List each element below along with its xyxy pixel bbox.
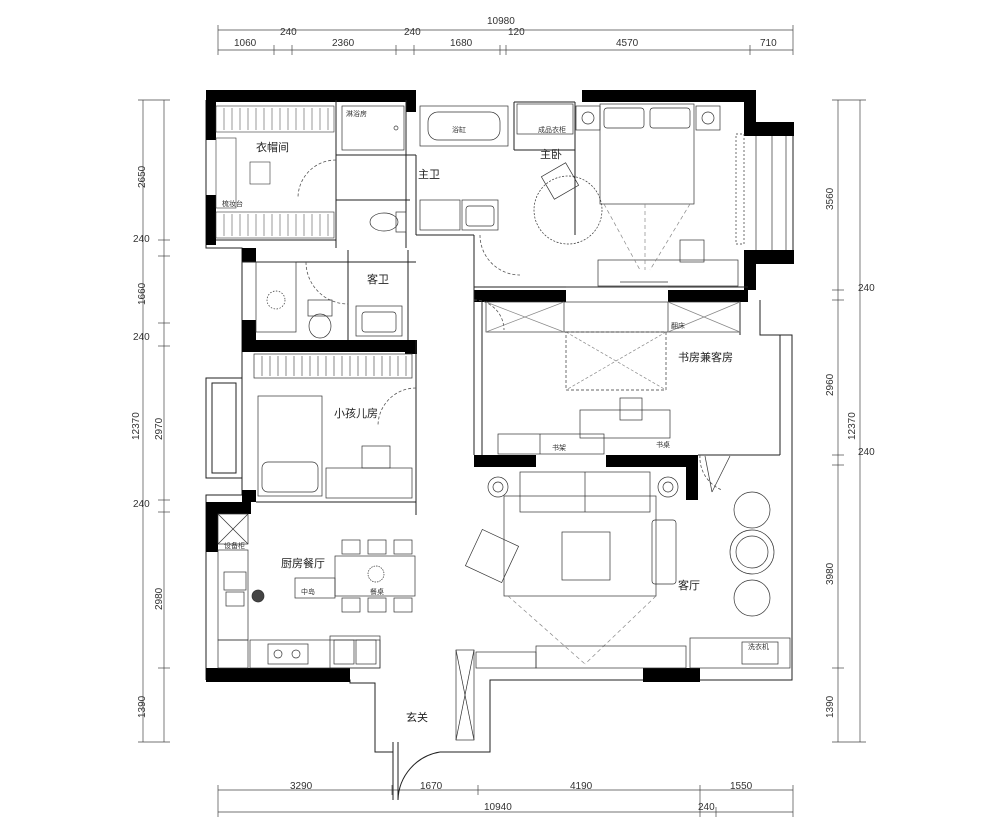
room-label-master-bedroom: 主卧 <box>540 148 562 161</box>
thin-walls <box>205 100 794 801</box>
bottom-dim-4: 1550 <box>730 781 753 792</box>
left-dim-1: 2650 <box>137 165 148 188</box>
fixture-label-bookshelf: 书架 <box>552 444 566 452</box>
master-bath-fixtures <box>341 105 509 233</box>
top-dim-7: 4570 <box>616 38 639 49</box>
load-bearing-walls <box>206 90 794 682</box>
top-dim-6: 120 <box>508 27 525 38</box>
right-dim-1: 3560 <box>825 187 836 210</box>
left-dim-6: 240 <box>133 499 150 510</box>
bottom-total-dim: 10940 <box>484 802 512 813</box>
left-dim-8: 1390 <box>137 695 148 718</box>
left-dim-7: 2980 <box>154 587 165 610</box>
door-swings <box>297 159 723 491</box>
fixture-label-island: 中岛 <box>301 588 315 596</box>
room-label-guest-bath: 客卫 <box>367 273 389 286</box>
left-dim-3: 1660 <box>137 282 148 305</box>
fixture-label-dining-table: 餐桌 <box>370 588 384 596</box>
fixture-label-desk: 书桌 <box>656 441 670 449</box>
room-label-living-room: 客厅 <box>678 579 700 592</box>
top-dim-5: 1680 <box>450 38 473 49</box>
room-label-study-guest: 书房兼客房 <box>678 351 733 364</box>
room-label-foyer: 玄关 <box>406 711 428 724</box>
left-total-dim: 12370 <box>131 412 142 440</box>
right-dim-3: 3980 <box>825 562 836 585</box>
left-dim-2: 240 <box>133 234 150 245</box>
top-dim-2: 240 <box>280 27 297 38</box>
right-small-2: 240 <box>858 447 875 458</box>
room-label-cloakroom: 衣帽间 <box>256 141 289 154</box>
top-dim-3: 2360 <box>332 38 355 49</box>
right-dim-2: 2960 <box>825 373 836 396</box>
bottom-dim-2: 1670 <box>420 781 443 792</box>
top-total-dim: 10980 <box>487 16 515 27</box>
right-dim-4: 1390 <box>825 695 836 718</box>
living-room-furniture <box>455 455 791 741</box>
top-dim-8: 710 <box>760 38 777 49</box>
right-total-dim: 12370 <box>847 412 858 440</box>
top-dim-1: 1060 <box>234 38 257 49</box>
fixture-label-wardrobe: 成品衣柜 <box>538 126 566 134</box>
fixture-label-washer: 洗衣机 <box>748 643 769 651</box>
room-label-kitchen-dining: 厨房餐厅 <box>281 557 325 570</box>
fixture-label-bathtub: 浴缸 <box>452 126 466 134</box>
dimension-lines <box>138 25 866 817</box>
master-bedroom-furniture <box>516 103 787 288</box>
left-dim-5: 2970 <box>154 417 165 440</box>
top-dim-4: 240 <box>404 27 421 38</box>
fixture-label-shower: 淋浴房 <box>346 110 367 118</box>
study-furniture <box>485 301 741 455</box>
guest-bath-fixtures <box>255 261 403 339</box>
room-label-kids-room: 小孩儿房 <box>334 407 378 420</box>
fixture-label-dresser: 梳妆台 <box>222 200 243 208</box>
kids-room-furniture <box>253 353 413 499</box>
room-label-master-bath: 主卫 <box>418 168 440 181</box>
bottom-dim-1: 3290 <box>290 781 313 792</box>
left-dim-4: 240 <box>133 332 150 343</box>
bottom-extra-dim: 240 <box>698 802 715 813</box>
right-small-1: 240 <box>858 283 875 294</box>
fixture-label-equipment-cabinet: 设备柜 <box>224 542 245 550</box>
kitchen-dining-furniture <box>217 513 416 669</box>
cloakroom-wardrobes <box>215 105 335 239</box>
bottom-dim-3: 4190 <box>570 781 593 792</box>
fixture-label-murphy-bed: 翻床 <box>671 322 685 330</box>
partitions <box>216 100 781 515</box>
